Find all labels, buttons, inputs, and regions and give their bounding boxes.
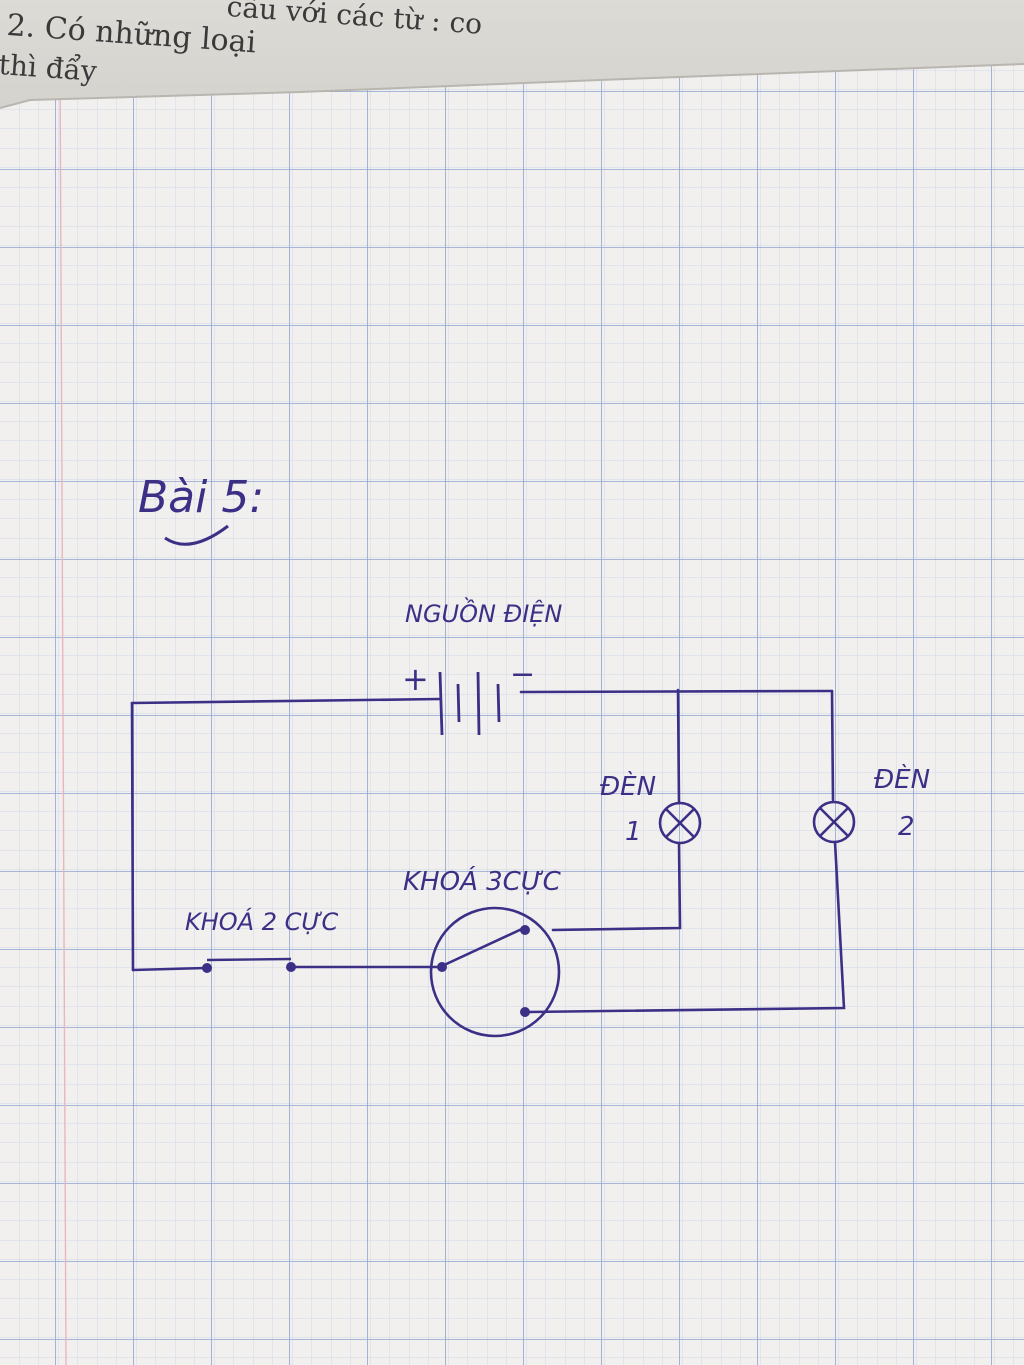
lamp-2-symbol (812, 800, 856, 844)
lamp-1-label: ĐÈN (600, 770, 656, 802)
three-pole-switch-symbol (429, 906, 561, 1038)
page-edge (0, 63, 1024, 109)
circuit-wires (130, 688, 846, 1014)
margin-line (59, 64, 67, 1365)
minus-sign: − (510, 657, 535, 692)
plus-sign: + (402, 660, 429, 698)
title-underline (164, 524, 229, 546)
three-pole-switch-contacts (437, 925, 530, 1017)
two-pole-switch-symbol (202, 957, 296, 973)
lamp-1-number: 1 (625, 817, 642, 847)
two-pole-switch-label: KHOÁ 2 CỰC (185, 907, 339, 936)
lamp-1-symbol (658, 801, 702, 845)
three-pole-switch-label: KHOÁ 3CỰC (403, 865, 562, 897)
battery-symbol (438, 671, 501, 736)
title-label: Bài 5: (138, 472, 264, 523)
grid-paper (0, 64, 1024, 1365)
lamp-2-label: ĐÈN (874, 763, 930, 795)
lamp-2-number: 2 (898, 812, 915, 842)
power-source-label: NGUỒN ĐIỆN (405, 596, 562, 628)
